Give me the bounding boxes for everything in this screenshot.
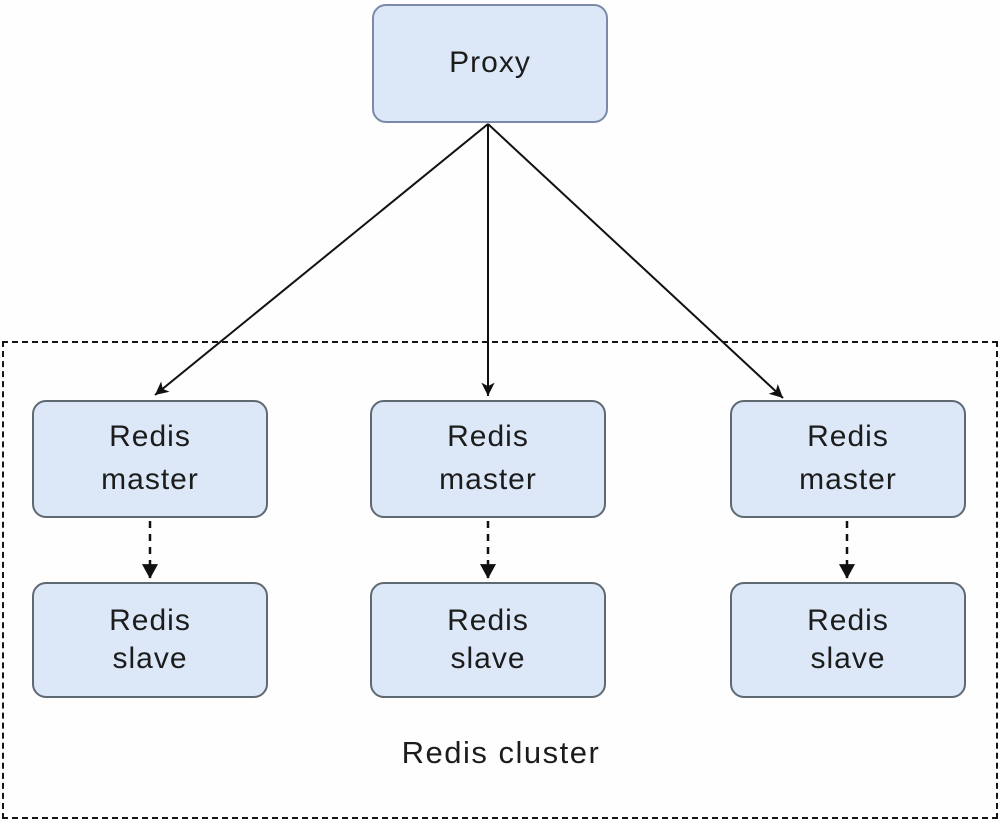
node-label-line: slave	[112, 642, 188, 675]
node-label-line: master	[101, 463, 199, 496]
redis-cluster-boundary	[2, 341, 998, 819]
redis-slave-node-3: Redis slave	[730, 582, 966, 698]
node-label-line: Redis	[807, 420, 889, 454]
node-label-line: Redis	[807, 603, 889, 637]
node-label-line: slave	[450, 642, 526, 675]
proxy-node: Proxy	[372, 4, 608, 123]
redis-master-node-3: Redis master	[730, 400, 966, 518]
node-label-line: master	[439, 463, 537, 496]
redis-master-node-1: Redis master	[32, 400, 268, 518]
node-label-line: Redis	[109, 603, 191, 637]
node-label-line: master	[799, 463, 897, 496]
proxy-label: Proxy	[449, 46, 531, 80]
node-label-line: Redis	[447, 603, 529, 637]
cluster-title: Redis cluster	[401, 735, 601, 770]
node-label-line: Redis	[447, 420, 529, 454]
redis-slave-node-2: Redis slave	[370, 582, 606, 698]
node-label-line: Redis	[109, 420, 191, 454]
redis-master-node-2: Redis master	[370, 400, 606, 518]
node-label-line: slave	[810, 642, 886, 675]
redis-slave-node-1: Redis slave	[32, 582, 268, 698]
